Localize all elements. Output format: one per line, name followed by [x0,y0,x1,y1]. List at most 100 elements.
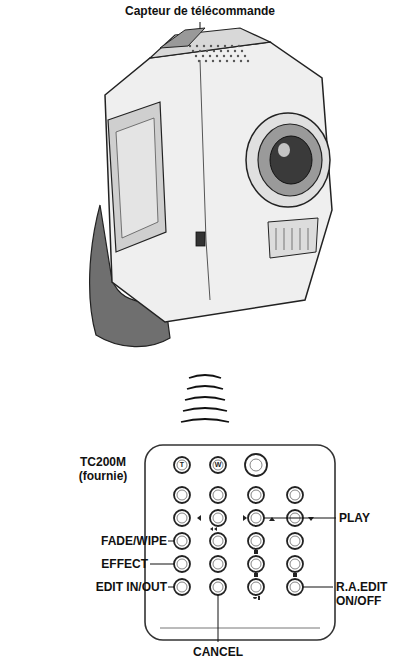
remote-button [210,457,226,473]
speaker-hole [226,60,228,62]
remote-button [210,556,226,572]
remote-button [248,510,264,526]
button-symbol [210,527,217,531]
remote-buttons [174,454,314,600]
button-label: FADE/WIPE [101,534,167,548]
grill-slot [276,228,277,250]
speaker-hole [233,60,235,62]
speaker-hole [195,55,197,57]
button-letter: T [180,461,184,469]
remote-edge [160,628,320,629]
speaker-hole [240,60,242,62]
remote-button [210,533,226,549]
remote-button [245,454,267,476]
lcd-panel [108,102,166,252]
remote-model-label: TC200M (fournie) [71,455,135,483]
remote-button [287,533,303,549]
speaker-hole [196,45,198,47]
lens-glass [270,136,312,184]
button-label: PLAY [339,511,370,525]
remote-sensor [196,232,205,246]
remote-button [248,556,264,572]
signal-waves [181,375,229,422]
speaker-hole [223,55,225,57]
remote-button [287,556,303,572]
button-symbol [243,515,247,521]
button-symbol [197,515,201,521]
remote-button [248,579,264,595]
remote-button [248,533,264,549]
speaker-hole [217,45,219,47]
viewfinder [150,28,270,58]
speaker-hole [202,55,204,57]
front-grill [276,228,308,250]
speaker-hole [237,55,239,57]
button-symbol [254,573,258,577]
speaker-hole [189,45,191,47]
lens-highlight [278,143,290,157]
speaker-hole [247,60,249,62]
lens-ring [258,124,322,196]
speaker-hole [210,45,212,47]
grill-slot [308,228,309,250]
remote-button [174,457,190,473]
button-letter: W [215,461,222,469]
remote-button [174,579,190,595]
signal-wave [181,419,229,422]
speaker-hole [238,45,240,47]
grill-slot [284,228,285,250]
leader-line [303,587,333,588]
speaker-hole [203,45,205,47]
eyepiece [160,28,205,48]
speaker-hole [199,50,201,52]
camcorder-body [105,42,332,322]
remote-button [210,487,226,503]
speaker-hole [231,45,233,47]
lcd-panel-detail [116,118,158,238]
button-symbol [254,550,258,554]
button-label: EDIT IN/OUT [96,580,167,594]
speaker-hole [209,55,211,57]
leader-line [218,595,219,642]
speaker-holes [189,45,249,62]
speaker-hole [234,50,236,52]
button-label: EFFECT [101,557,148,571]
speaker-hole [224,45,226,47]
remote-button [248,487,264,503]
button-label: R.A.EDIT ON/OFF [336,580,400,608]
grill-slot [292,228,293,250]
signal-wave [185,397,225,400]
signal-wave [189,375,221,378]
speaker-hole [219,60,221,62]
signal-wave [183,408,227,411]
signal-wave [187,386,223,389]
remote-button [174,556,190,572]
speaker-hole [230,55,232,57]
remote-button [174,487,190,503]
remote-control [145,445,335,640]
speaker-hole [241,50,243,52]
speaker-hole [216,55,218,57]
remote-button [174,533,190,549]
speaker-hole [244,55,246,57]
remote-button [174,510,190,526]
speaker-hole [213,50,215,52]
speaker-hole [220,50,222,52]
speaker-hole [212,60,214,62]
remote-button [210,579,226,595]
leader-line [168,541,174,542]
button-symbol [253,596,260,600]
button-symbol [293,573,297,577]
leader-line [150,564,174,565]
speaker-hole [205,60,207,62]
remote-button [287,579,303,595]
lens-barrel [246,113,330,207]
speaker-hole [227,50,229,52]
remote-button [287,487,303,503]
speaker-hole [192,50,194,52]
front-panel [268,218,318,258]
speaker-hole [206,50,208,52]
leader-line [168,587,174,588]
